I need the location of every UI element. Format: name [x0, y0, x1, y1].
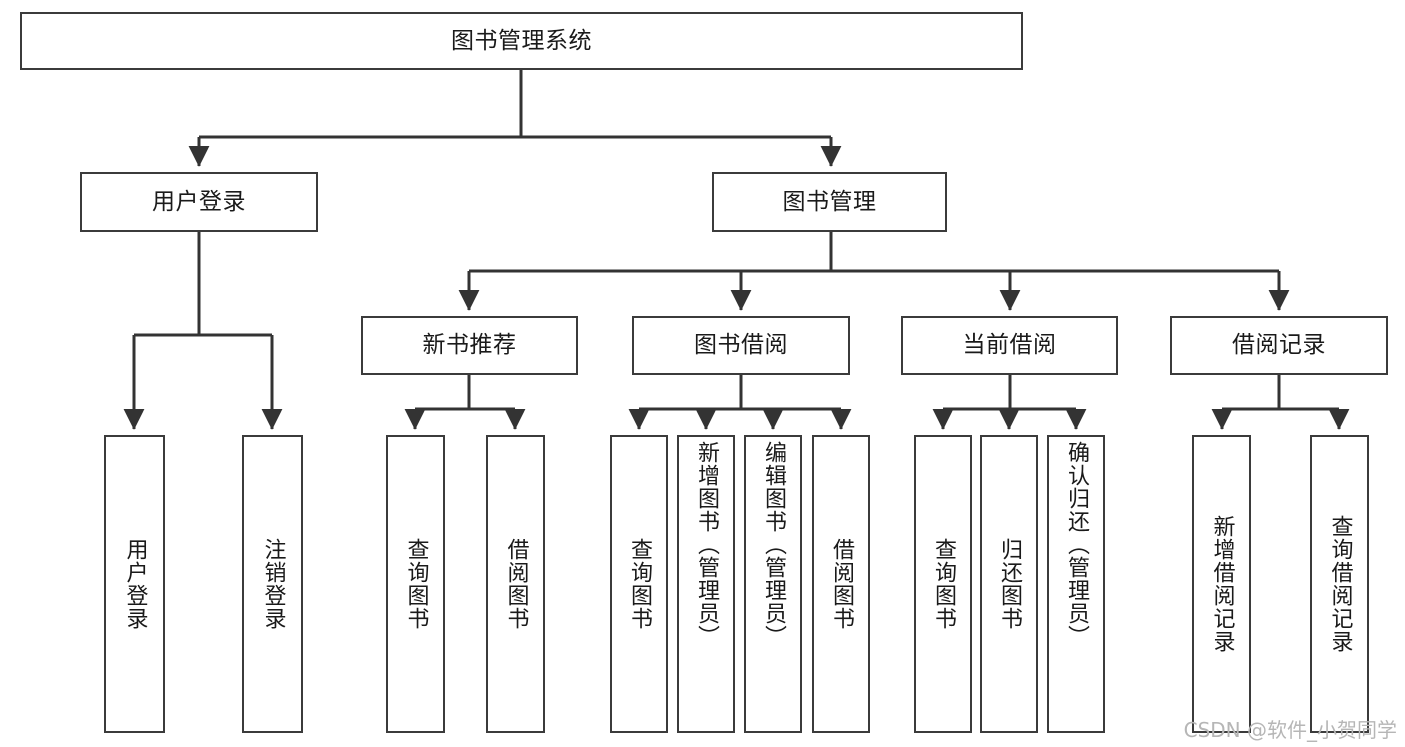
leaf-book-borrow-borrow[interactable]: 借阅图书	[812, 435, 870, 733]
leaf-borrow-record-query[interactable]: 查询借阅记录	[1310, 435, 1369, 733]
leaf-label-current-borrow-query: 查询图书	[930, 538, 956, 630]
leaf-label-borrow-record-query: 查询借阅记录	[1327, 515, 1353, 653]
leaf-label-current-borrow-confirm: 确认归还（管理员）	[1063, 441, 1089, 648]
leaf-label-new-book-query: 查询图书	[403, 538, 429, 630]
leaf-label-new-book-borrow: 借阅图书	[503, 538, 529, 630]
leaf-label-user-login-login: 用户登录	[122, 538, 148, 630]
leaf-new-book-borrow[interactable]: 借阅图书	[486, 435, 545, 733]
leaf-book-borrow-query[interactable]: 查询图书	[610, 435, 668, 733]
leaf-current-borrow-confirm[interactable]: 确认归还（管理员）	[1047, 435, 1105, 733]
leaf-current-borrow-return[interactable]: 归还图书	[980, 435, 1038, 733]
node-label-new-book-recommend: 新书推荐	[422, 332, 517, 359]
leaf-label-borrow-record-add: 新增借阅记录	[1209, 515, 1235, 653]
leaf-user-login-login[interactable]: 用户登录	[104, 435, 165, 733]
node-label-book-borrow: 图书借阅	[694, 332, 788, 359]
node-new-book-recommend[interactable]: 新书推荐	[361, 316, 578, 375]
leaf-user-login-logout[interactable]: 注销登录	[242, 435, 303, 733]
node-current-borrow[interactable]: 当前借阅	[901, 316, 1118, 375]
leaf-label-book-borrow-borrow: 借阅图书	[828, 538, 854, 630]
node-root-book-management-system[interactable]: 图书管理系统	[20, 12, 1023, 70]
node-label-root: 图书管理系统	[451, 27, 592, 54]
leaf-label-book-borrow-add: 新增图书（管理员）	[693, 441, 719, 648]
leaf-borrow-record-add[interactable]: 新增借阅记录	[1192, 435, 1251, 733]
node-book-borrow[interactable]: 图书借阅	[632, 316, 850, 375]
leaf-label-book-borrow-query: 查询图书	[626, 538, 652, 630]
leaf-label-current-borrow-return: 归还图书	[996, 538, 1022, 630]
leaf-book-borrow-edit[interactable]: 编辑图书（管理员）	[744, 435, 802, 733]
node-label-current-borrow: 当前借阅	[962, 332, 1057, 359]
leaf-current-borrow-query[interactable]: 查询图书	[914, 435, 972, 733]
node-label-user-login: 用户登录	[152, 188, 246, 215]
node-user-login[interactable]: 用户登录	[80, 172, 318, 232]
node-label-book-management: 图书管理	[782, 188, 877, 215]
leaf-label-book-borrow-edit: 编辑图书（管理员）	[760, 441, 786, 648]
node-label-borrow-record: 借阅记录	[1232, 332, 1326, 359]
leaf-label-user-login-logout: 注销登录	[260, 538, 286, 630]
leaf-book-borrow-add[interactable]: 新增图书（管理员）	[677, 435, 735, 733]
node-book-management[interactable]: 图书管理	[712, 172, 947, 232]
leaf-new-book-query[interactable]: 查询图书	[386, 435, 445, 733]
node-borrow-record[interactable]: 借阅记录	[1170, 316, 1388, 375]
